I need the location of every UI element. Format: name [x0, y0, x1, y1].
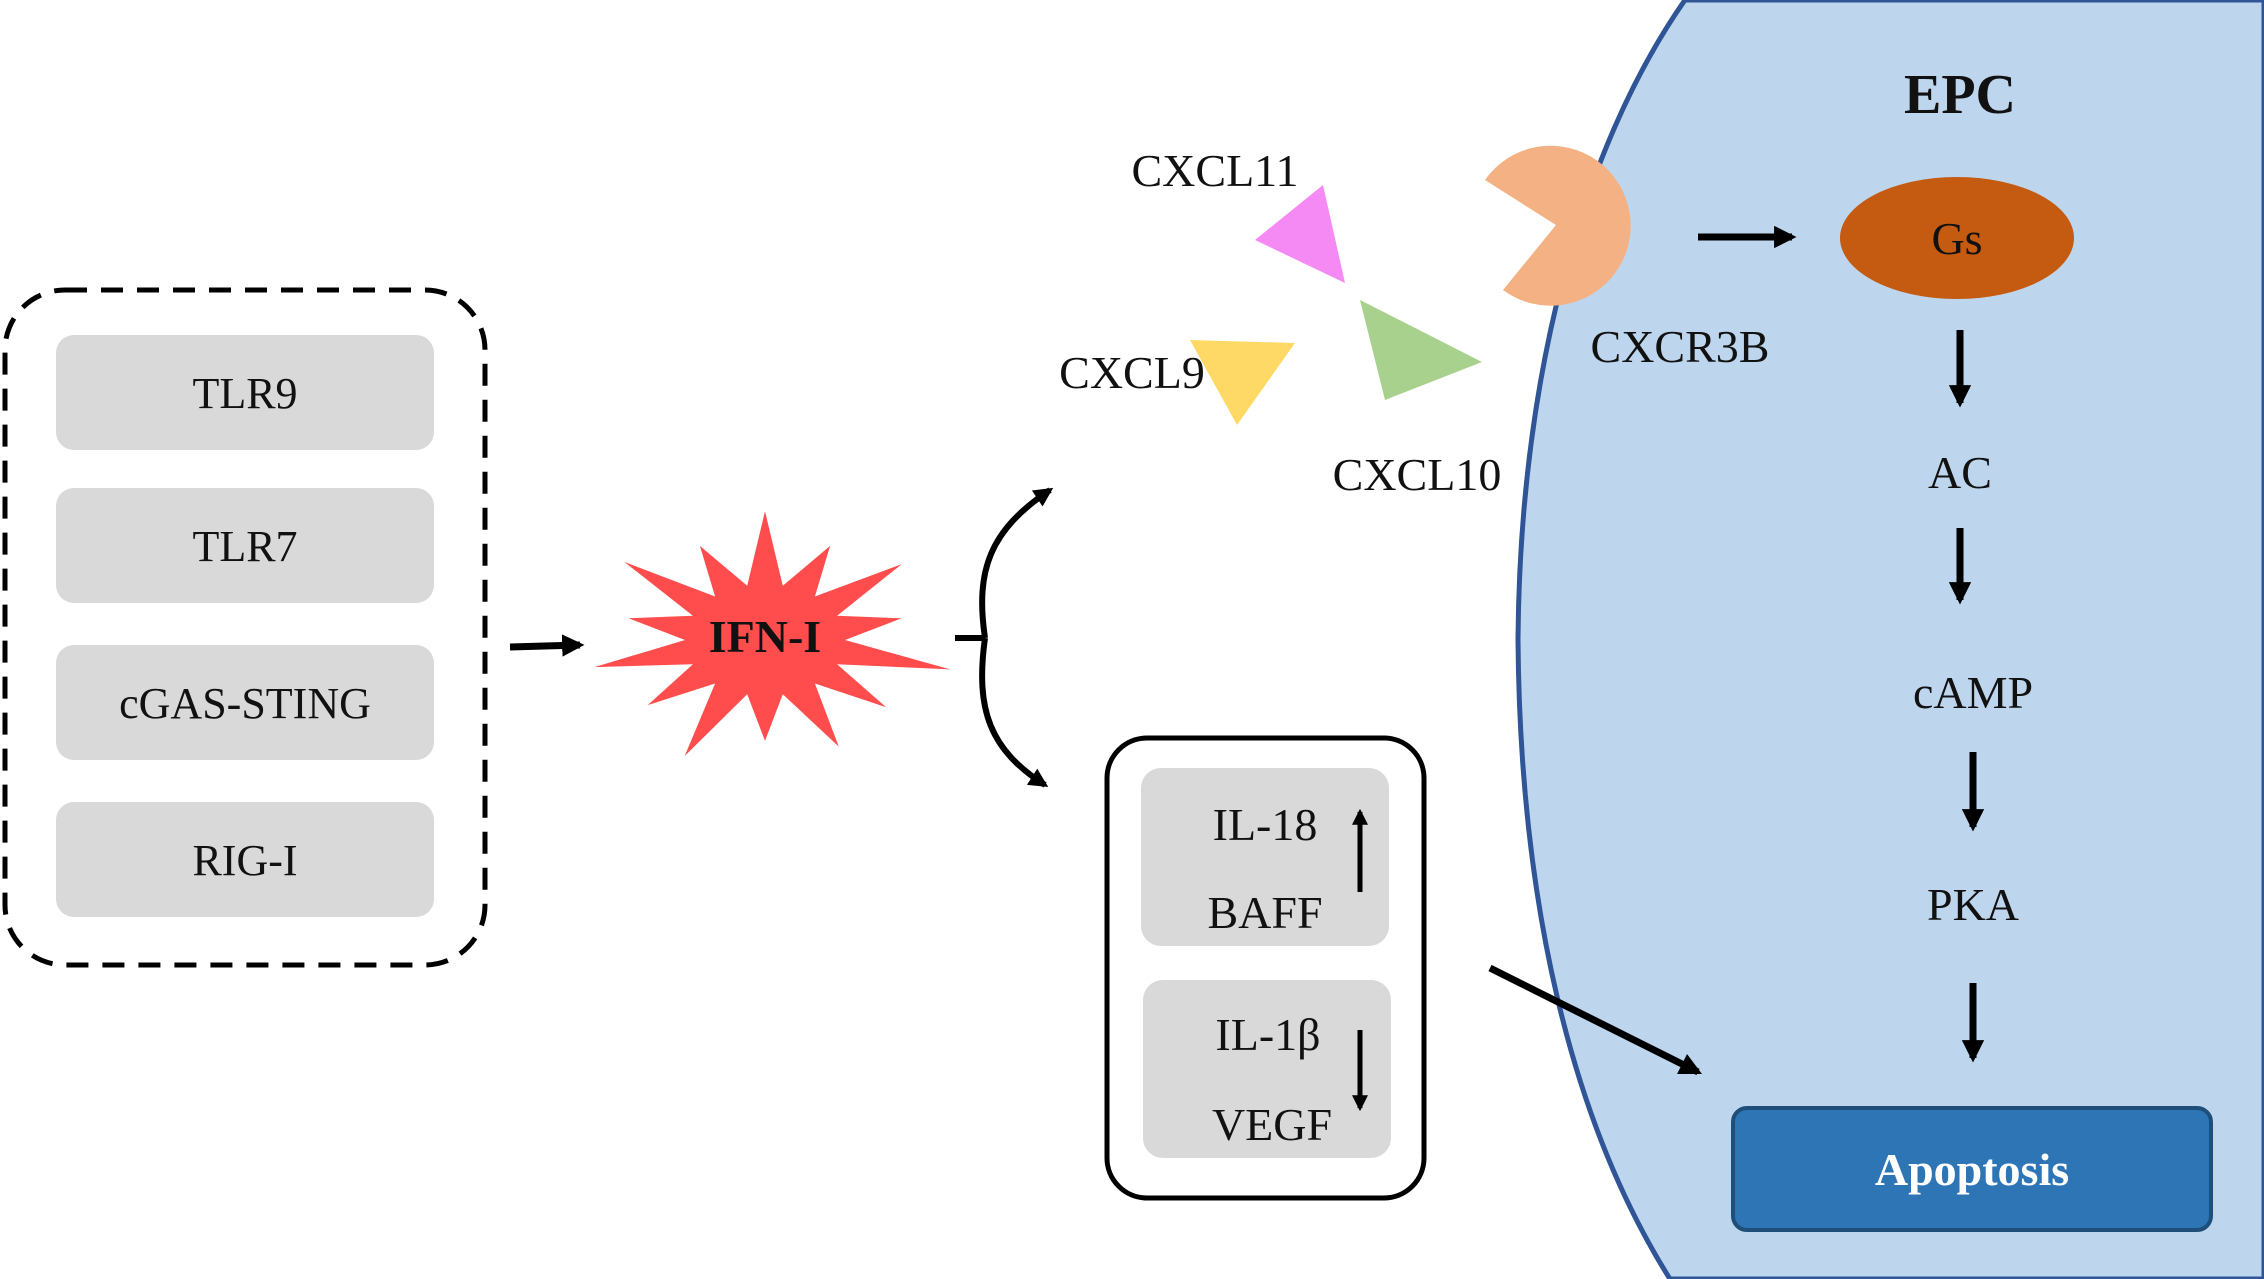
sensor-group-box — [2, 287, 488, 968]
il1b-label: IL-1β — [1215, 1009, 1320, 1060]
cxcl9-label: CXCL9 — [1059, 347, 1205, 398]
pka-label: PKA — [1927, 879, 2019, 930]
ifn-to-chemokines-arrow — [979, 487, 1054, 639]
cxcl10-triangle — [1360, 300, 1482, 400]
apoptosis-label: Apoptosis — [1875, 1144, 2069, 1195]
il18-label: IL-18 — [1213, 799, 1318, 850]
cxcl11-triangle — [1255, 185, 1345, 283]
cxcl10-label: CXCL10 — [1333, 449, 1502, 500]
sensor-to-ifn-arrow — [509, 634, 585, 657]
sensor-label: TLR9 — [192, 369, 297, 418]
cxcr3b-receptor — [1485, 145, 1631, 306]
cytokine-upper-box — [1141, 768, 1389, 946]
baff-label: BAFF — [1207, 887, 1322, 938]
ifn-starburst — [594, 511, 951, 756]
camp-label: cAMP — [1913, 667, 2033, 718]
ac-label: AC — [1928, 447, 1992, 498]
sensor-label: RIG-I — [192, 836, 297, 885]
sensor-item-tlr9: TLR9 — [56, 335, 434, 450]
cxcl11-label: CXCL11 — [1132, 145, 1299, 196]
sensor-item-tlr7: TLR7 — [56, 488, 434, 603]
cxcr3b-label: CXCR3B — [1591, 321, 1770, 372]
cytokines-to-apoptosis-arrow — [1488, 964, 1703, 1076]
ifn-to-cytokines-arrow — [979, 637, 1049, 788]
gs-protein — [1840, 177, 2074, 299]
epc-title: EPC — [1904, 64, 2016, 126]
vegf-label: VEGF — [1212, 1099, 1332, 1150]
apoptosis-box — [1731, 1106, 2213, 1232]
sensor-item-cgas-sting: cGAS-STING — [56, 645, 434, 760]
sensor-label: cGAS-STING — [119, 679, 371, 728]
cxcl9-triangle — [1190, 340, 1295, 425]
sensor-item-rig-i: RIG-I — [56, 802, 434, 917]
ifn-label: IFN-I — [709, 611, 821, 662]
gs-label: Gs — [1931, 213, 1982, 264]
cytokine-lower-box — [1143, 980, 1391, 1158]
sensor-label: TLR7 — [192, 522, 297, 571]
